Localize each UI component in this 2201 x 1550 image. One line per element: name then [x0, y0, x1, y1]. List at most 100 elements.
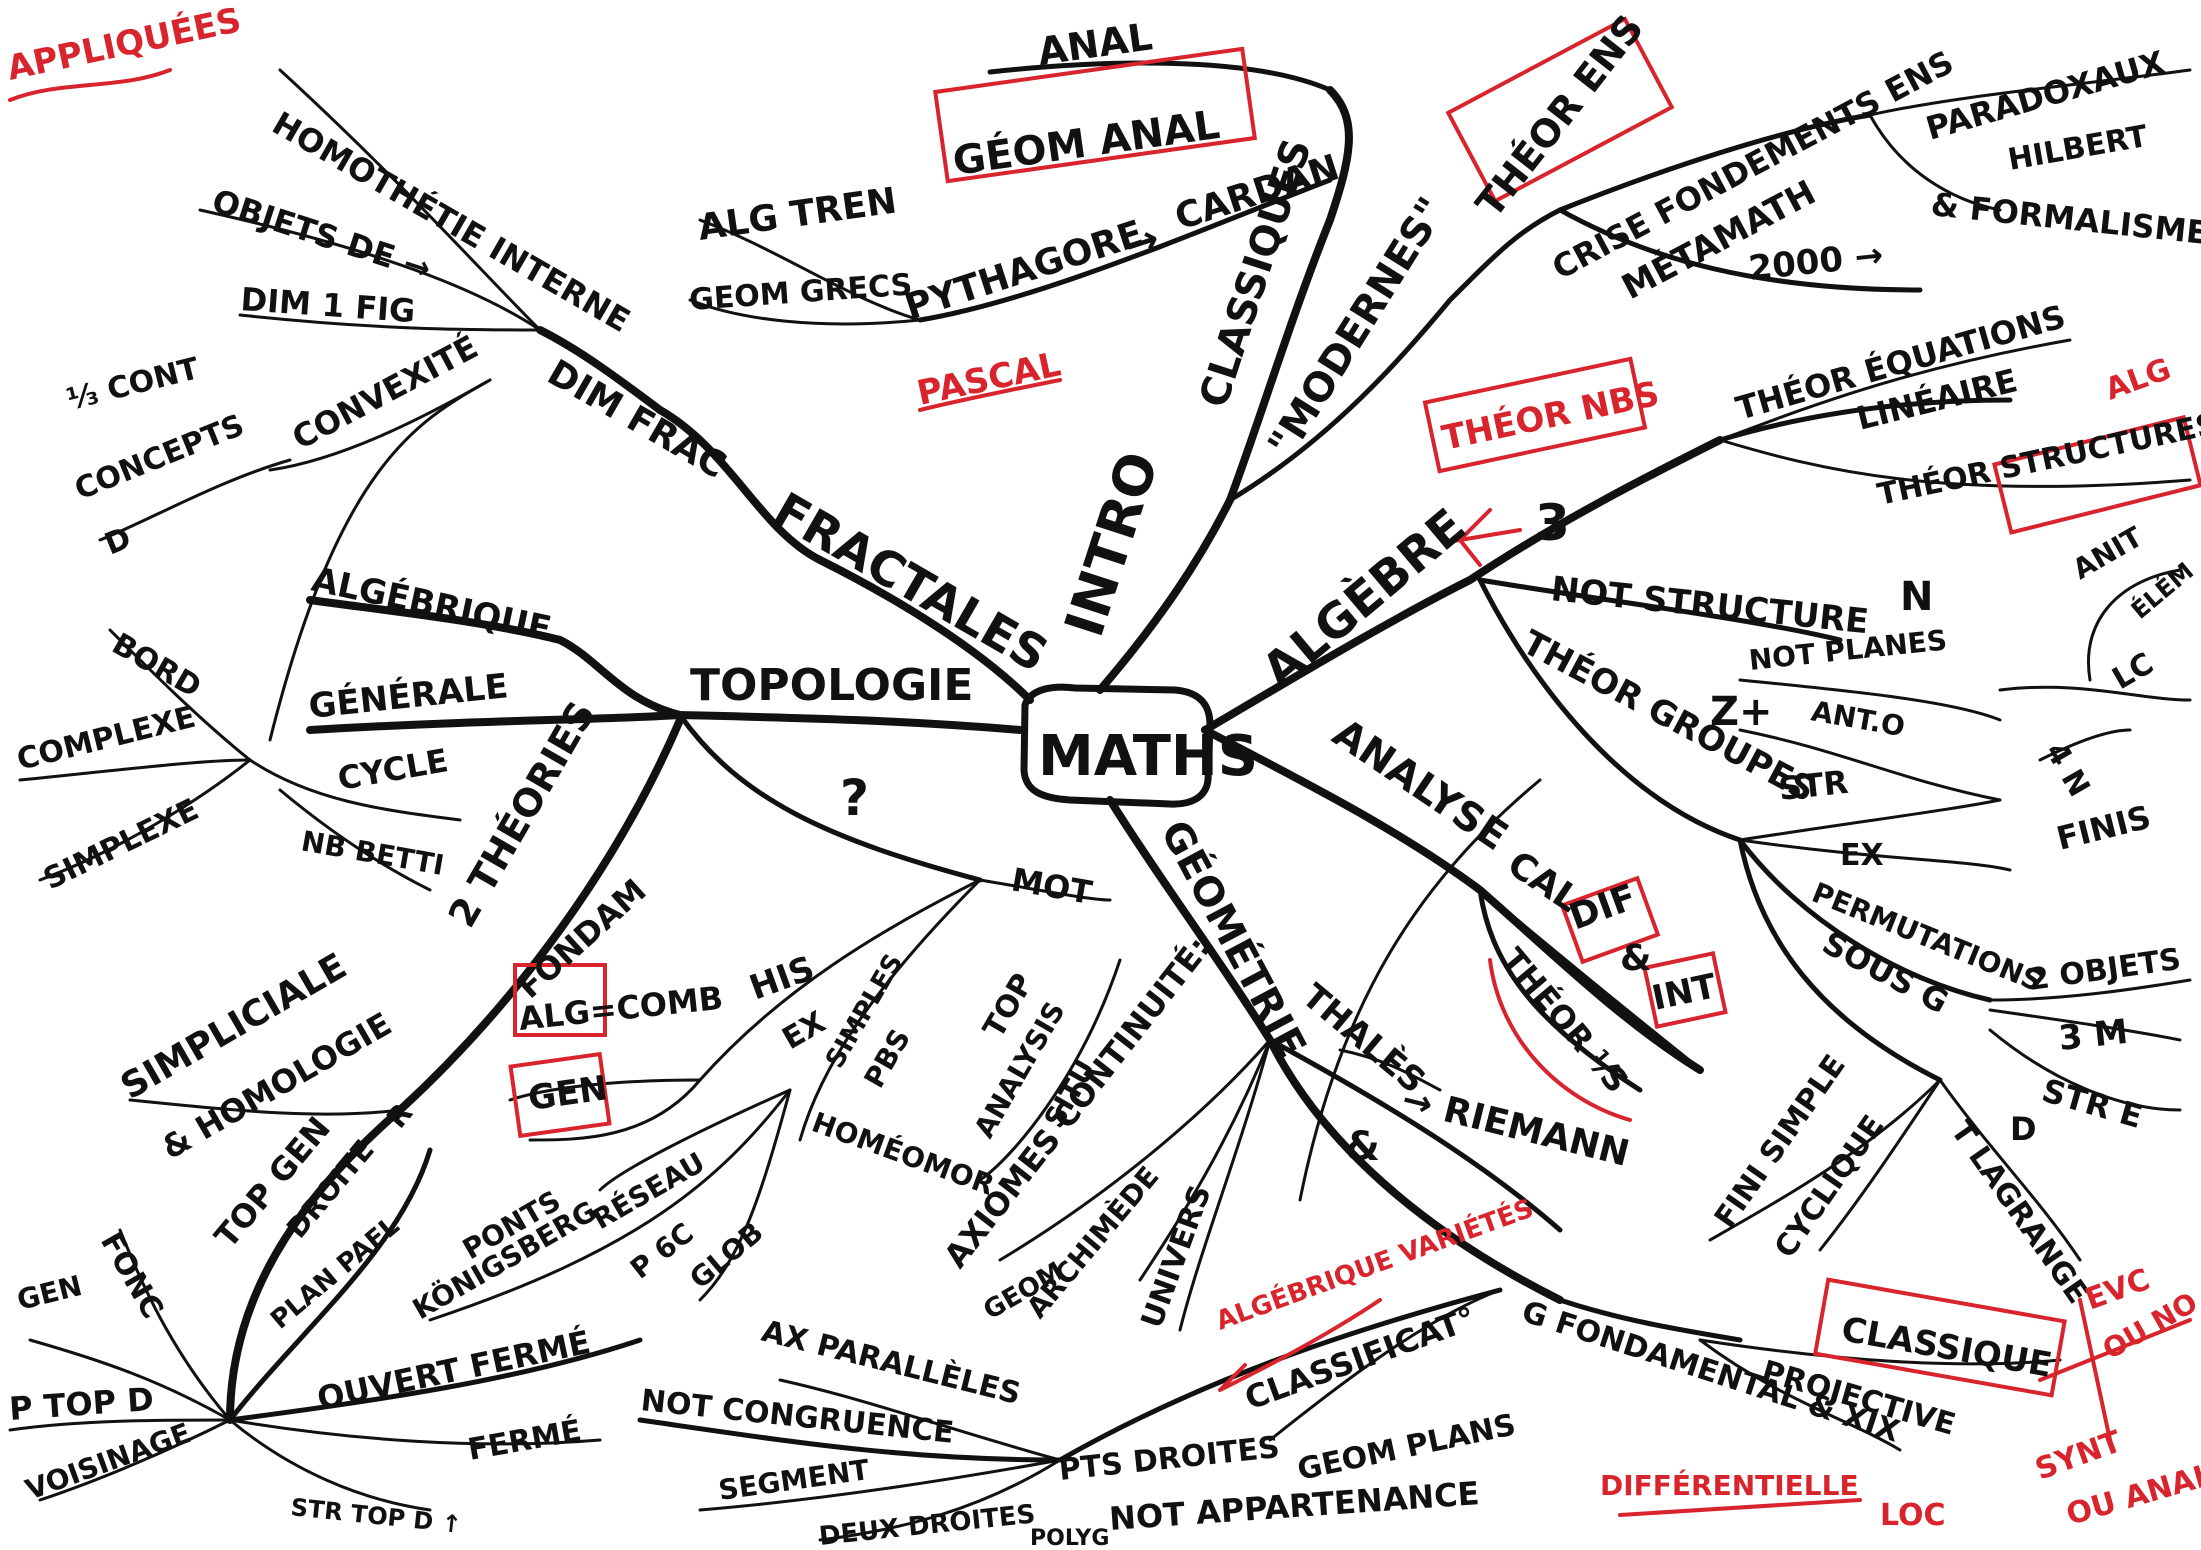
zplus-label: Z+ [1710, 689, 1773, 735]
three-m-label: 3 M [2057, 1012, 2130, 1059]
branch-3m [1988, 1008, 2182, 1042]
branch-ex [798, 878, 982, 1142]
branch-classique [1698, 1338, 2062, 1366]
gen-label: GEN [526, 1068, 610, 1119]
str-e-label: STR E [2038, 1071, 2147, 1136]
branch-2objets [1988, 978, 2192, 1002]
branch-gfondamental [1557, 1297, 1743, 1343]
branch-lagrange [1938, 1078, 2082, 1262]
branch-anal [987, 60, 1333, 93]
branch-thales-underline [1338, 1048, 1442, 1092]
n-mark-label: N [1900, 574, 1933, 620]
intro-label: INTRO [1052, 444, 1171, 644]
hilbert-label: HILBERT [2005, 119, 2150, 178]
branch-modernes [1227, 207, 1563, 503]
gen-box [508, 1051, 612, 1139]
branch-algebre [1201, 436, 1724, 734]
branch-finisimple [1708, 1078, 1942, 1242]
appartenance-label: NOT APPARTENANCE [1108, 1474, 1481, 1538]
branch-geom-grecs [688, 298, 922, 326]
branch-zplus [1738, 728, 2002, 802]
pts-droites-label: PTS DROITES [1057, 1430, 1281, 1488]
gen-small-label: GEN [14, 1269, 86, 1317]
amp-geom-label: & [1345, 1124, 1380, 1170]
corner-note: APPLIQUÉES [3, 0, 244, 89]
branch-topologie [676, 711, 1024, 734]
generale-label: GÉNÉRALE [307, 665, 510, 727]
red-annotations [8, 16, 2201, 1517]
branch-paradoxaux [1868, 68, 2192, 117]
branch-ln [1998, 685, 2192, 702]
branch-geometrie [1106, 796, 1564, 1304]
geom-anal-label: GÉOM ANAL [950, 100, 1223, 185]
ex-alg-label: EX [1840, 838, 1884, 873]
branch-cal-2 [1477, 887, 1643, 1093]
classique-label: CLASSIQUE [1838, 1309, 2054, 1385]
branch-homothetie [278, 68, 542, 332]
branch-ax-paralleles [778, 1378, 1062, 1462]
analyse-label: ANALYSE [1324, 710, 1515, 860]
geom-grecs-label: GEOM GRECS [688, 267, 913, 317]
four-n-label: 4 N [2038, 737, 2097, 803]
branch-structures [1718, 438, 2192, 488]
theor-ens-box [1445, 16, 1675, 204]
branch-reseau [428, 1088, 792, 1322]
ant0-label: ANT.O [1809, 694, 1908, 743]
branch-alg-upper [1717, 397, 2013, 443]
synt-label: SYNT [2031, 1424, 2127, 1487]
convexite-label: CONVEXITÉ [286, 328, 484, 457]
cycle-label: CYCLE [335, 741, 451, 798]
loc-label: LOC [1880, 1498, 1946, 1533]
str-label: STR [1777, 763, 1850, 808]
branch-deux-droites [818, 1458, 1062, 1542]
branch-elem [2087, 568, 2182, 682]
alg-tren-label: ALG TREN [696, 180, 900, 248]
branch-generale [306, 711, 684, 734]
branch-archimede [1138, 1038, 1272, 1282]
branch-cycle [248, 758, 462, 822]
branch-fonc [118, 1228, 232, 1422]
topologie-label: TOPOLOGIE [690, 660, 974, 711]
algebrique-arrow [1218, 1298, 1382, 1392]
branch-equations [1718, 338, 2072, 442]
branch-complexe [18, 758, 252, 782]
branch-lines [8, 60, 2192, 1542]
branch-permutations [1737, 837, 1993, 1003]
branch-ptop [8, 1418, 232, 1432]
differentielle-label: DIFFÉRENTIELLE [1600, 1468, 1859, 1502]
branch-not-planes [1738, 678, 2002, 722]
alg-label: ALG [2101, 352, 2176, 408]
alg-struct-box [1991, 414, 2201, 535]
evc-label: EVC [2081, 1262, 2155, 1317]
three-label: 3 [1535, 494, 1570, 552]
theor-nbs-box [1422, 356, 1648, 474]
ferme-label: FERMÉ [465, 1413, 584, 1468]
branch-objets [198, 208, 542, 332]
branch-pythagore [917, 177, 1333, 323]
finis-label: FINIS [2053, 798, 2155, 858]
branch-projective [1698, 1338, 1902, 1452]
int-label: INT [1649, 966, 1721, 1019]
ax-paralleles-label: AX PARALLÈLES [758, 1313, 1024, 1412]
branch-sttop [228, 1418, 432, 1512]
ex-label: EX [777, 1005, 832, 1057]
dim1fig-label: DIM 1 FIG [239, 280, 416, 330]
branch-simpliciale [128, 1098, 402, 1116]
branch-axiomes [998, 1038, 1272, 1262]
theor-ens-label: THÉOR ENS [1467, 6, 1652, 225]
branch-crise [1557, 112, 1873, 213]
geom-anal-box [932, 46, 1258, 184]
branch-gen [28, 1338, 232, 1422]
geometrie-label: GÉOMÉTRIE [1151, 812, 1316, 1066]
fonc-label: FONC [93, 1227, 170, 1325]
pascal-label: PASCAL [914, 344, 1065, 413]
branch-stre [1988, 1028, 2182, 1112]
deux-objets-label: 2 OBJETS [2026, 942, 2183, 998]
branch-segment [698, 1458, 1062, 1512]
ts-cont-label: ⅓ CONT [63, 351, 203, 418]
homeomor-label: HOMÉOMOR [808, 1105, 999, 1202]
branch-algebrique [306, 596, 684, 719]
branch-intro-upper [1226, 86, 1353, 504]
branch-top-analysis [978, 958, 1122, 1182]
branch-fractales [536, 326, 1034, 704]
